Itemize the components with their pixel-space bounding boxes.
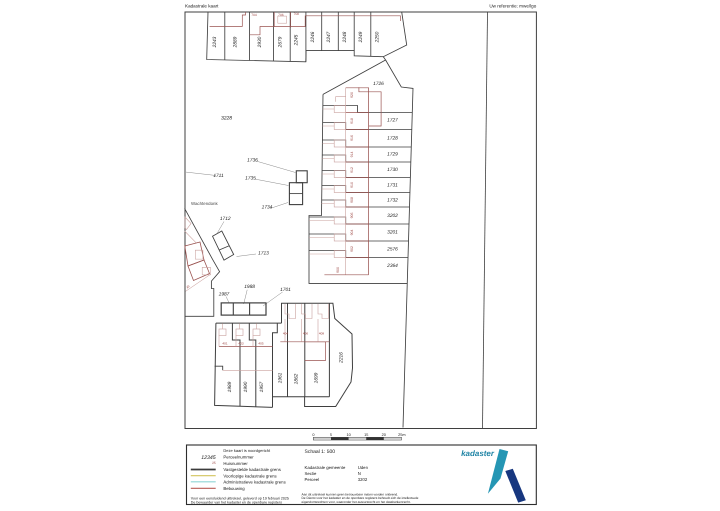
- svg-text:1701: 1701: [280, 287, 291, 293]
- svg-text:2250: 2250: [375, 31, 381, 43]
- svg-text:1727: 1727: [387, 118, 398, 124]
- svg-text:0: 0: [312, 433, 314, 437]
- svg-text:Sectie: Sectie: [305, 471, 318, 476]
- svg-text:904: 904: [350, 230, 354, 236]
- svg-text:3228: 3228: [221, 116, 232, 122]
- svg-text:Deze kaart is noordgericht: Deze kaart is noordgericht: [223, 448, 271, 453]
- svg-text:1990: 1990: [243, 381, 249, 392]
- svg-text:1729: 1729: [387, 152, 398, 158]
- svg-text:3202: 3202: [358, 477, 368, 482]
- svg-text:Administratieve kadastrale gre: Administratieve kadastrale grens: [223, 480, 285, 485]
- svg-text:eigendomsrechten voor, waarond: eigendomsrechten voor, waaronder het aut…: [302, 500, 411, 504]
- svg-text:2930: 2930: [257, 36, 263, 48]
- svg-text:1732: 1732: [387, 198, 398, 204]
- svg-text:2216: 2216: [338, 352, 344, 364]
- svg-text:920: 920: [350, 92, 354, 98]
- svg-text:Uden: Uden: [358, 465, 369, 470]
- svg-text:906: 906: [350, 213, 354, 219]
- svg-text:908: 908: [350, 197, 354, 203]
- svg-text:3201: 3201: [387, 230, 398, 236]
- svg-text:Voorlopige kadastrale grens: Voorlopige kadastrale grens: [223, 473, 276, 478]
- svg-text:2576: 2576: [386, 247, 398, 253]
- svg-text:Bebouwing: Bebouwing: [223, 486, 245, 491]
- svg-text:1711: 1711: [213, 173, 224, 179]
- svg-text:2247: 2247: [326, 31, 332, 43]
- svg-text:404: 404: [283, 331, 288, 335]
- svg-text:Uw referentie: mwe/lgo: Uw referentie: mwe/lgo: [489, 4, 536, 9]
- svg-text:Vastgestelde kadastrale grens: Vastgestelde kadastrale grens: [223, 467, 281, 472]
- svg-text:408: 408: [319, 331, 324, 335]
- svg-text:Perceelnummer: Perceelnummer: [223, 454, 254, 459]
- svg-text:1728: 1728: [387, 135, 398, 141]
- svg-text:2243: 2243: [212, 36, 218, 48]
- svg-text:1961: 1961: [278, 372, 284, 383]
- svg-text:403: 403: [238, 341, 243, 345]
- svg-text:Perceel: Perceel: [305, 477, 320, 482]
- svg-text:912: 912: [350, 167, 354, 173]
- svg-text:914: 914: [350, 152, 354, 158]
- svg-text:N: N: [358, 471, 361, 476]
- svg-text:Wachtendonk: Wachtendonk: [191, 201, 218, 206]
- svg-text:10: 10: [346, 433, 350, 437]
- svg-text:25: 25: [212, 461, 216, 465]
- svg-text:Kadastrale gemeente: Kadastrale gemeente: [305, 465, 346, 470]
- svg-text:2364: 2364: [386, 263, 398, 269]
- svg-text:704: 704: [251, 13, 257, 17]
- svg-text:3202: 3202: [387, 213, 398, 219]
- svg-text:2249: 2249: [358, 31, 364, 43]
- svg-text:Voor een eensluidend uittrekse: Voor een eensluidend uittreksel, gelever…: [191, 496, 289, 500]
- svg-text:708: 708: [294, 12, 300, 16]
- svg-text:1699: 1699: [313, 372, 319, 383]
- svg-text:2889: 2889: [232, 36, 238, 48]
- svg-text:De Dienst voor het kadaster en: De Dienst voor het kadaster en de openba…: [302, 496, 419, 500]
- svg-text:25m: 25m: [398, 433, 405, 437]
- svg-text:910: 910: [350, 182, 354, 188]
- svg-text:20: 20: [382, 433, 386, 437]
- svg-text:Huisnummer: Huisnummer: [223, 461, 248, 466]
- svg-text:916: 916: [350, 135, 354, 141]
- svg-text:1734: 1734: [262, 205, 273, 211]
- svg-text:15: 15: [364, 433, 368, 437]
- svg-text:902: 902: [350, 246, 354, 252]
- svg-text:Kadastrale kaart: Kadastrale kaart: [185, 4, 219, 9]
- svg-text:1712: 1712: [220, 216, 231, 222]
- svg-text:1713: 1713: [258, 251, 269, 257]
- svg-text:1989: 1989: [227, 381, 233, 392]
- svg-text:1987: 1987: [219, 292, 230, 298]
- svg-text:40: 40: [185, 284, 190, 289]
- svg-text:1988: 1988: [244, 284, 255, 290]
- svg-text:kadaster: kadaster: [461, 449, 495, 458]
- svg-text:706: 706: [278, 13, 284, 17]
- svg-text:1862: 1862: [294, 373, 300, 384]
- svg-text:406: 406: [303, 331, 308, 335]
- svg-text:1736: 1736: [247, 158, 258, 164]
- svg-text:2246: 2246: [310, 31, 316, 43]
- svg-text:2248: 2248: [342, 31, 348, 43]
- svg-text:918: 918: [350, 118, 354, 124]
- svg-text:5: 5: [330, 433, 332, 437]
- svg-text:1726: 1726: [373, 81, 384, 87]
- svg-text:2679: 2679: [277, 36, 283, 48]
- svg-text:1731: 1731: [387, 183, 398, 189]
- svg-text:405: 405: [258, 341, 263, 345]
- svg-text:Schaal 1: 500: Schaal 1: 500: [305, 449, 336, 455]
- svg-text:900: 900: [336, 267, 340, 273]
- svg-text:2245: 2245: [294, 34, 300, 46]
- svg-text:1730: 1730: [387, 167, 398, 173]
- svg-text:Aan dit uittreksel kunnen geen: Aan dit uittreksel kunnen geen betrouwba…: [302, 493, 399, 497]
- svg-text:1735: 1735: [245, 176, 256, 182]
- svg-text:12345: 12345: [201, 455, 216, 461]
- svg-text:De bewaarder van het kadaster: De bewaarder van het kadaster en de open…: [191, 500, 282, 504]
- svg-text:401: 401: [222, 341, 227, 345]
- svg-text:1957: 1957: [259, 381, 265, 392]
